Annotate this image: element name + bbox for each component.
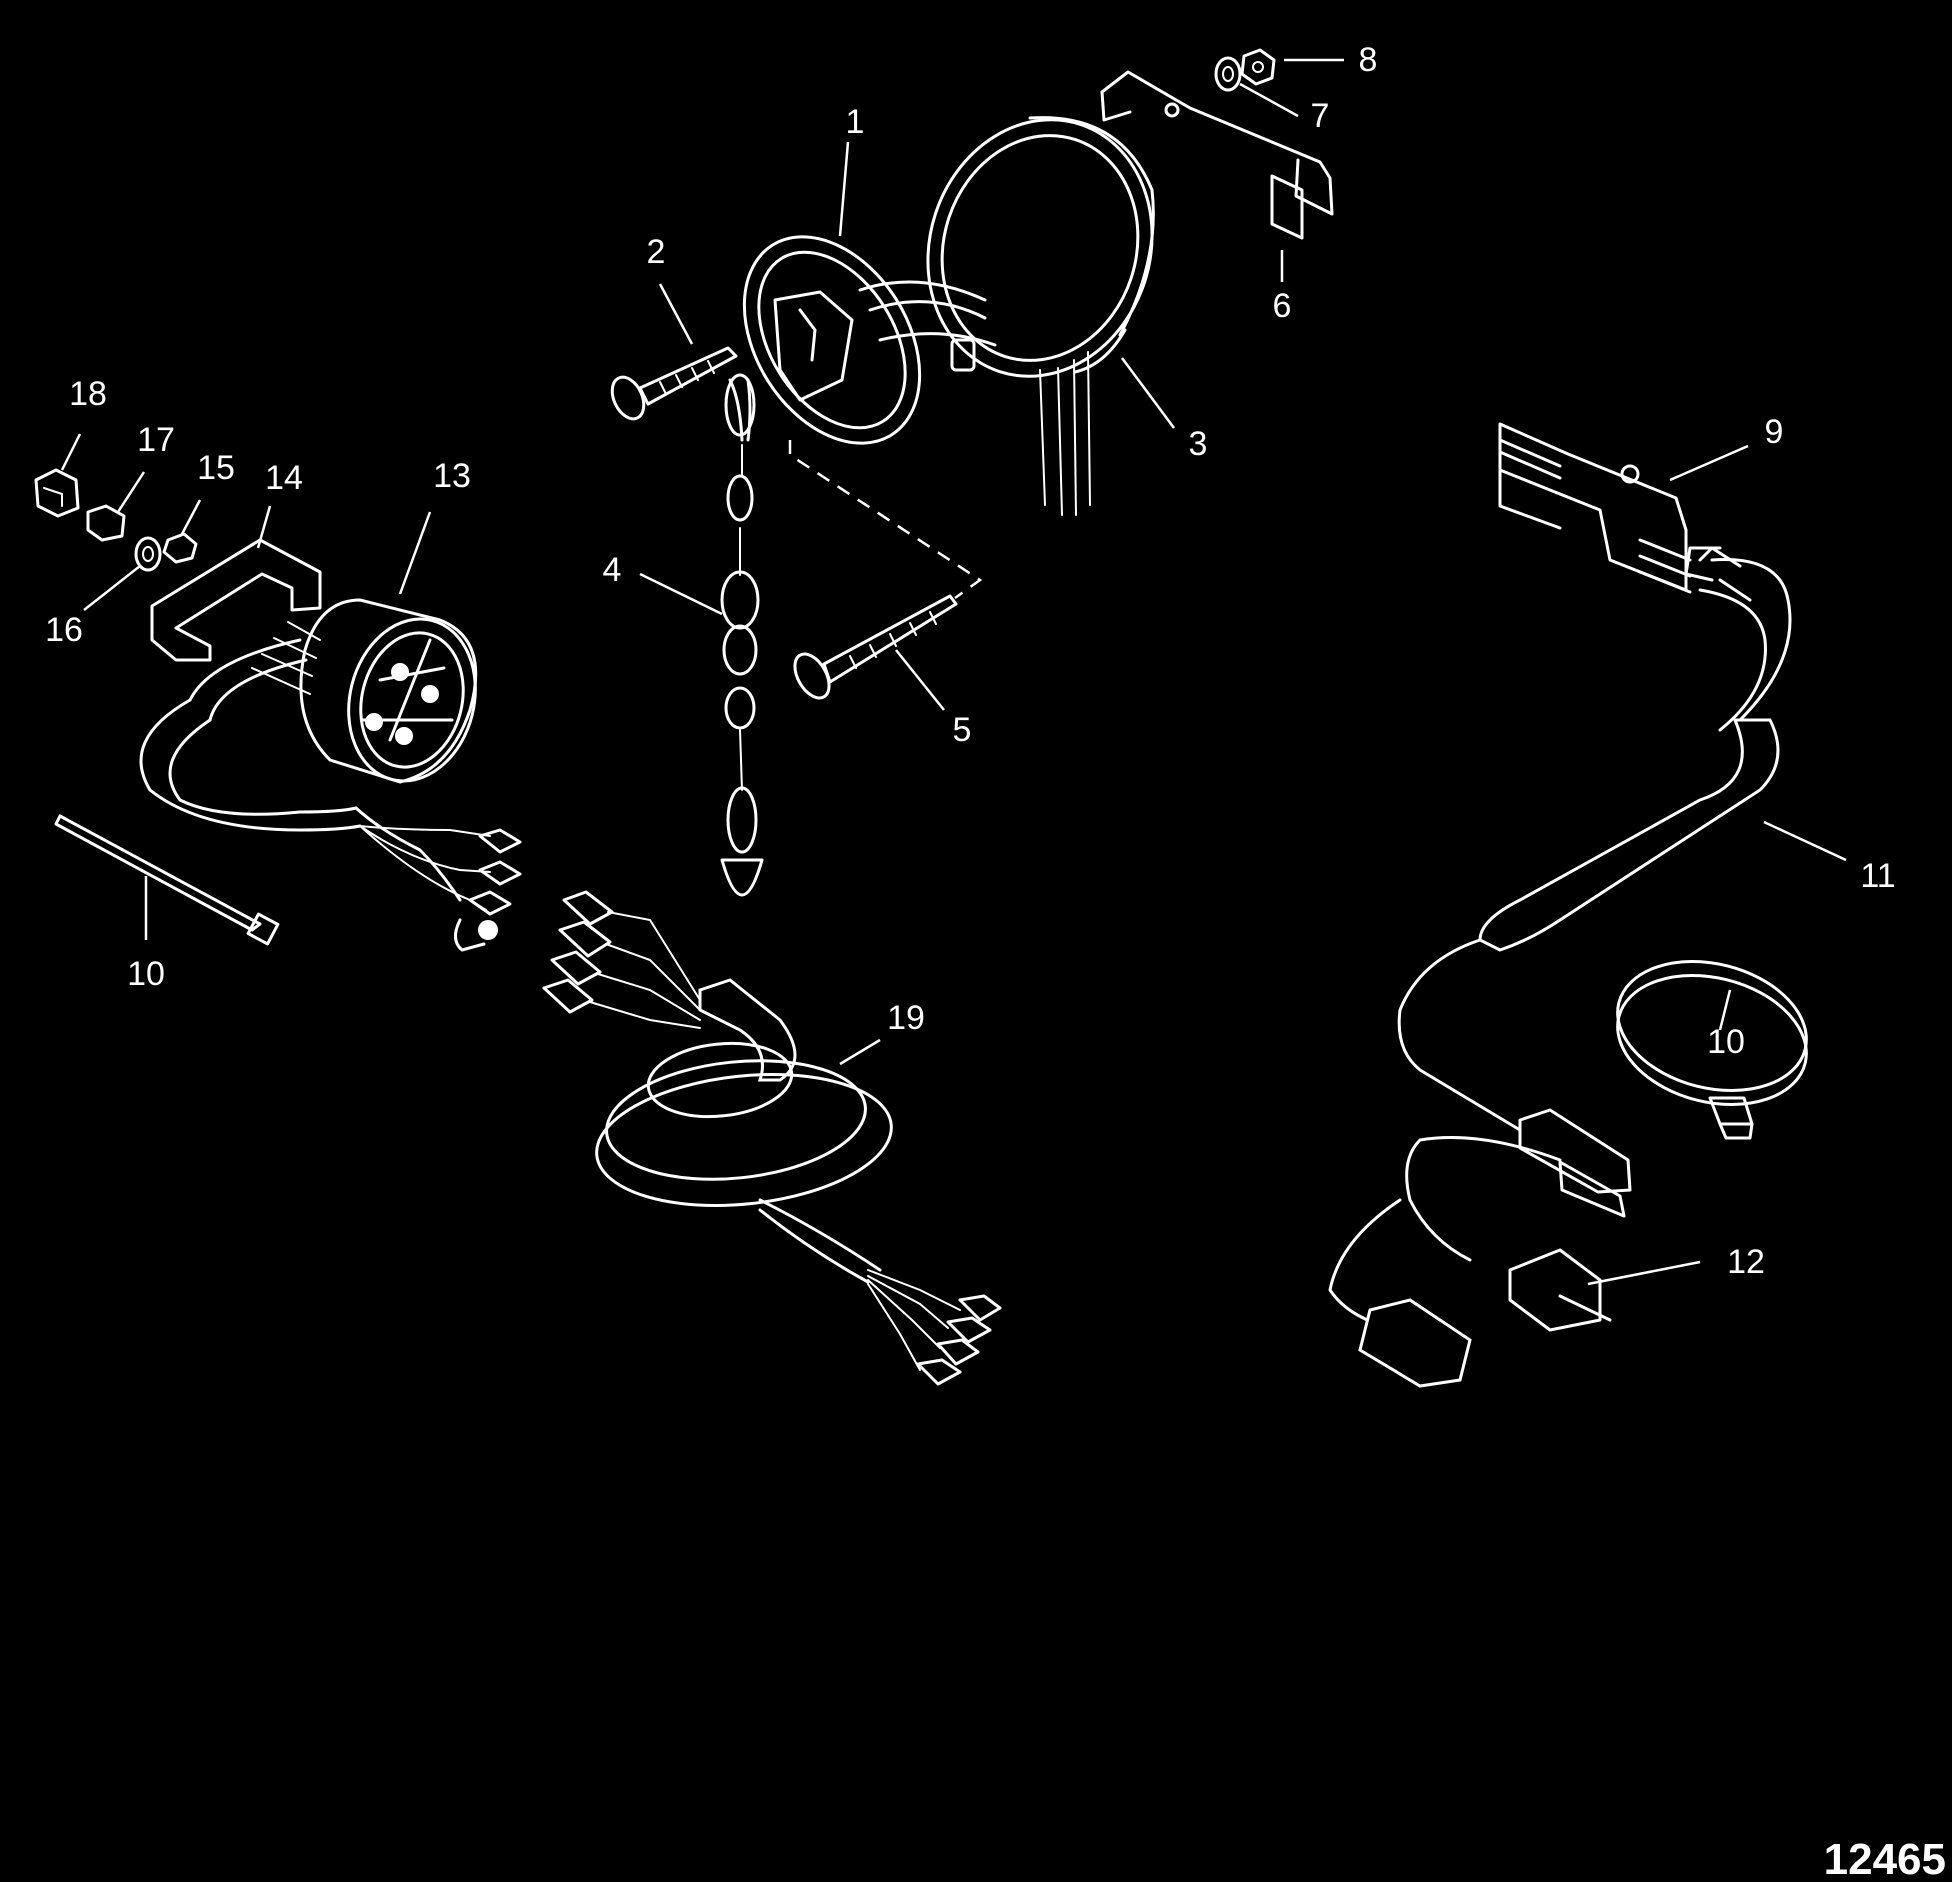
callout-16: 16: [45, 611, 83, 649]
callout-numbers: 1 2 3 4 5 6 7 8 9 10 10 11 12 13 14 15 1…: [45, 41, 1896, 1281]
leader-1: [838, 141, 850, 237]
leader-12: [1587, 1260, 1701, 1286]
callout-10-right: 10: [1707, 1023, 1745, 1061]
callout-5: 5: [953, 711, 972, 749]
part-9-mounting-bracket: [1498, 422, 1692, 594]
leader-10b: [1718, 989, 1732, 1031]
part-1-bezel: [742, 235, 997, 445]
part-15-nut: [162, 532, 198, 564]
leader-15: [180, 499, 202, 535]
figure-number: 12465: [1824, 1835, 1946, 1882]
leader-19: [839, 1038, 881, 1066]
part-16-washer: [134, 536, 162, 572]
leader-lines: [60, 58, 1847, 1286]
leader-5: [895, 649, 945, 711]
callout-1: 1: [846, 103, 865, 141]
leader-18: [60, 433, 82, 471]
callout-7: 7: [1311, 97, 1330, 135]
part-3-housing-cup: [926, 116, 1155, 516]
leader-2: [658, 283, 694, 345]
part-18-lamp-socket: [34, 468, 80, 518]
leader-17: [116, 471, 146, 513]
callout-11: 11: [1860, 857, 1895, 895]
leader-13: [398, 511, 432, 595]
callout-14: 14: [265, 459, 303, 497]
part-14-u-bracket: [150, 538, 322, 662]
leader-4: [639, 572, 723, 616]
alignment-dashed-line: [788, 440, 983, 600]
part-17-lamp: [86, 504, 126, 542]
part-7-washer: [1214, 56, 1242, 92]
callout-9: 9: [1765, 413, 1784, 451]
callout-10-left: 10: [127, 955, 165, 993]
part-10-cable-tie: [54, 814, 280, 946]
part-11-sensor-harness: [1397, 546, 1792, 1132]
callout-4: 4: [603, 551, 622, 589]
callout-6: 6: [1273, 287, 1292, 325]
part-12-sensor-connector: [1328, 1108, 1632, 1388]
part-19-extension-harness: [542, 890, 1002, 1386]
leader-3: [1120, 357, 1176, 429]
part-2-screw: [610, 346, 738, 421]
callout-19: 19: [887, 999, 925, 1037]
part-5-long-screw: [793, 594, 958, 700]
part-4-lanyard: [720, 373, 764, 897]
leader-11: [1763, 820, 1847, 862]
callout-3: 3: [1189, 425, 1208, 463]
part-8-nut: [1240, 48, 1276, 86]
callout-12: 12: [1727, 1243, 1765, 1281]
leader-9: [1669, 444, 1749, 482]
callout-15: 15: [197, 449, 235, 487]
leader-14: [256, 505, 272, 549]
leader-16: [83, 565, 141, 611]
callout-17: 17: [137, 421, 175, 459]
callout-2: 2: [647, 233, 666, 271]
part-6-bracket: [1100, 70, 1334, 240]
part-10-hose-clamp: [1616, 960, 1808, 1140]
part-13-gauge: [139, 598, 522, 952]
callout-18: 18: [69, 375, 107, 413]
callout-13: 13: [433, 457, 471, 495]
callout-8: 8: [1359, 41, 1378, 79]
leader-7: [1239, 82, 1299, 118]
